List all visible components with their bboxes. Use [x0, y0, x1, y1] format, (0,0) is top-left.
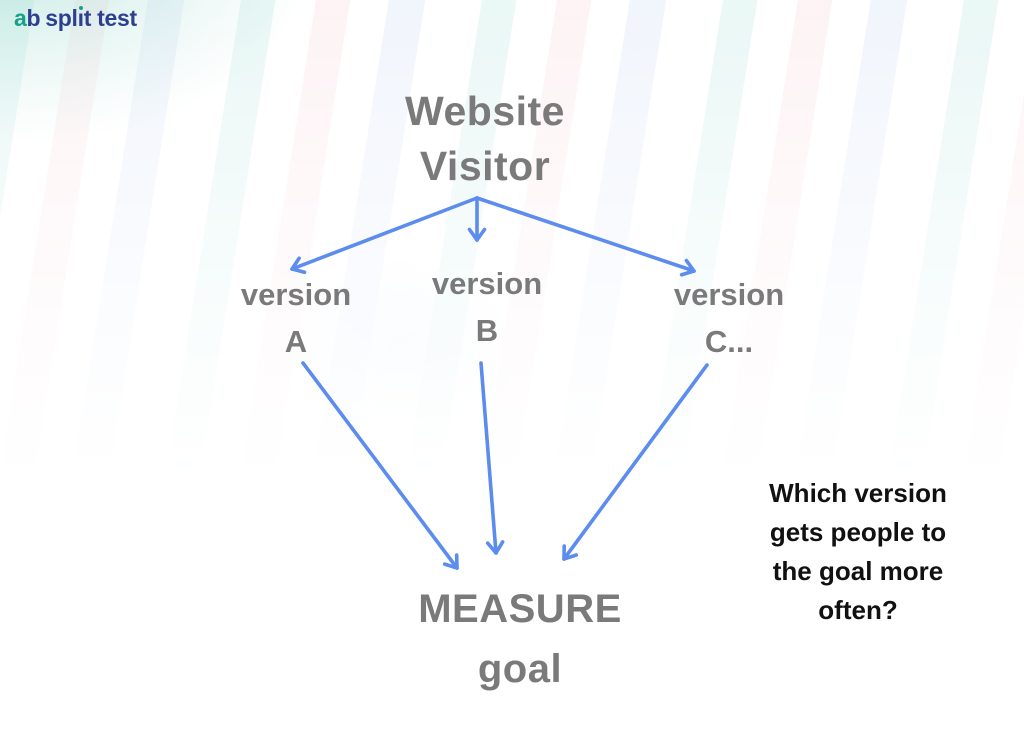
version-a-label: version: [240, 277, 352, 312]
arrow-visitor-to-version-a: [290, 196, 479, 275]
version-a-variant: A: [284, 324, 308, 359]
logo-part-i: ı: [77, 5, 84, 31]
annotation-line-3: the goal more: [772, 556, 944, 586]
annotation-line-2: gets people to: [769, 517, 947, 547]
arrow-version-a-to-goal: [301, 361, 459, 570]
logo-part-a: a: [14, 5, 27, 31]
logo-part-spl: spl: [45, 5, 78, 31]
version-b-node: version B: [387, 260, 587, 354]
annotation-line-1: Which version: [769, 478, 947, 508]
version-b-variant: B: [475, 313, 499, 348]
website-visitor-line1: Website: [405, 88, 565, 134]
version-c-label: version: [673, 277, 785, 312]
logo-part-t-test: t test: [83, 5, 137, 31]
arrow-version-b-to-goal: [479, 361, 505, 555]
version-a-node: version A: [196, 271, 396, 365]
logo-part-b: b: [26, 5, 41, 31]
measure-goal-line2: goal: [477, 647, 563, 691]
measure-goal-line1: MEASURE: [418, 587, 622, 631]
website-visitor-node: Website Visitor: [340, 84, 630, 194]
version-b-label: version: [431, 266, 543, 301]
annotation-line-4: often?: [818, 595, 898, 625]
arrow-version-c-to-goal: [562, 363, 709, 561]
which-version-annotation: Which version gets people to the goal mo…: [736, 474, 980, 630]
measure-goal-node: MEASURE goal: [360, 579, 680, 699]
version-c-node: version C...: [629, 271, 829, 365]
version-c-variant: C...: [704, 324, 754, 359]
website-visitor-line2: Visitor: [419, 143, 551, 189]
